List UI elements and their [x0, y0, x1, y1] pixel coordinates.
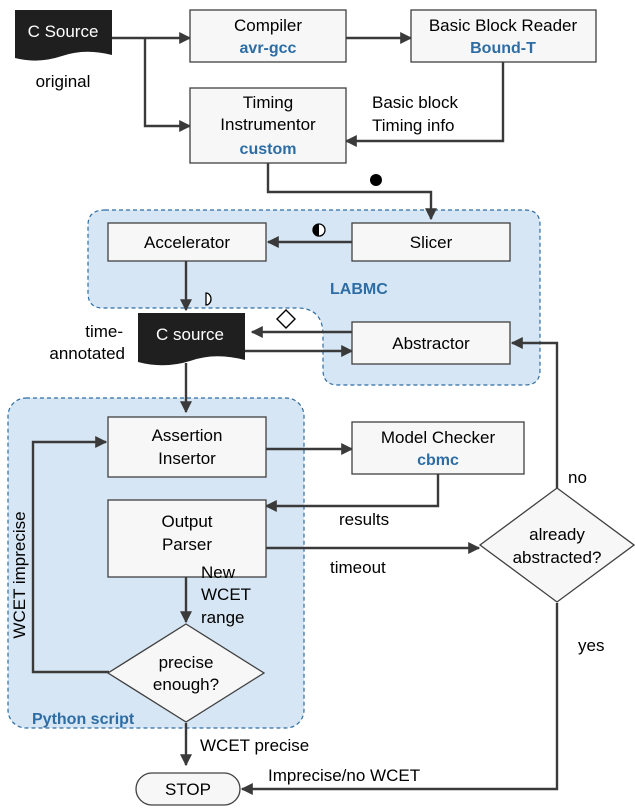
svg-text:Timing: Timing	[243, 93, 293, 112]
svg-text:Assertion: Assertion	[152, 426, 223, 445]
stop-terminal: STOP	[135, 772, 241, 806]
edges	[31, 32, 559, 795]
c-source-original: C Source	[15, 10, 112, 61]
new-wcet-label-1: New	[201, 563, 236, 582]
abstractor-box: Abstractor	[351, 321, 511, 365]
svg-text:custom: custom	[240, 141, 297, 158]
accelerator-box: Accelerator	[107, 222, 267, 262]
c-source-annotated: C source	[138, 313, 245, 366]
svg-text:C Source: C Source	[28, 22, 99, 41]
svg-text:already: already	[529, 525, 585, 544]
svg-text:Model Checker: Model Checker	[381, 428, 496, 447]
svg-text:enough?: enough?	[153, 675, 219, 694]
basic-block-reader-box: Basic Block Reader Bound-T	[410, 9, 597, 63]
time-label: time-	[85, 322, 123, 341]
wcet-imprecise-label: WCET imprecise	[10, 511, 29, 638]
already-abstracted-decision: already abstracted?	[478, 487, 635, 603]
svg-text:Abstractor: Abstractor	[392, 334, 470, 353]
svg-text:C source: C source	[156, 325, 224, 344]
svg-text:STOP: STOP	[165, 780, 211, 799]
svg-text:Output: Output	[161, 512, 212, 531]
svg-text:Insertor: Insertor	[158, 449, 216, 468]
basic-block-label: Basic block	[372, 93, 458, 112]
edge-no-abstractor	[510, 337, 559, 488]
model-checker-box: Model Checker cbmc	[351, 421, 525, 475]
half-moon-icon	[205, 292, 212, 306]
output-parser-box: Output Parser	[107, 499, 267, 578]
edge-instrumentor-slicer	[266, 163, 437, 221]
svg-text:abstracted?: abstracted?	[513, 548, 602, 567]
assertion-insertor-box: Assertion Insertor	[107, 416, 267, 478]
svg-text:Slicer: Slicer	[410, 233, 453, 252]
original-label: original	[36, 72, 91, 91]
imprecise-no-wcet-label: Imprecise/no WCET	[268, 766, 420, 785]
labmc-label: LABMC	[330, 281, 388, 298]
edge-imprecise-loop	[31, 436, 109, 674]
svg-text:Basic Block Reader: Basic Block Reader	[429, 16, 578, 35]
edge-yes-stop	[240, 603, 559, 795]
diamond-icon	[276, 309, 296, 329]
filled-circle-icon	[370, 174, 382, 186]
svg-text:avr-gcc: avr-gcc	[240, 40, 297, 57]
new-wcet-label-3: range	[201, 608, 244, 627]
svg-text:Bound-T: Bound-T	[470, 40, 536, 57]
svg-text:cbmc: cbmc	[417, 452, 459, 469]
edge-source-instrumentor	[143, 38, 192, 132]
timing-info-label: Timing info	[372, 116, 455, 135]
svg-text:Compiler: Compiler	[234, 16, 302, 35]
compiler-box: Compiler avr-gcc	[189, 9, 347, 63]
results-label: results	[339, 510, 389, 529]
slicer-box: Slicer	[351, 222, 511, 262]
precise-enough-decision: precise enough?	[106, 623, 266, 723]
edge-modelchecker-parser	[264, 474, 440, 512]
annotated-label: annotated	[49, 344, 125, 363]
no-label: no	[568, 468, 587, 487]
svg-text:Accelerator: Accelerator	[144, 233, 230, 252]
timeout-label: timeout	[330, 558, 386, 577]
new-wcet-label-2: WCET	[201, 585, 251, 604]
edge-bbreader-instrumentor	[344, 61, 505, 147]
python-script-label: Python script	[32, 711, 135, 728]
timing-instrumentor-box: Timing Instrumentor custom	[189, 87, 347, 164]
yes-label: yes	[578, 636, 604, 655]
wcet-precise-label: WCET precise	[200, 736, 309, 755]
svg-text:Parser: Parser	[162, 535, 212, 554]
half-circle-icon	[312, 223, 326, 237]
svg-text:Instrumentor: Instrumentor	[220, 115, 316, 134]
svg-text:precise: precise	[159, 653, 214, 672]
